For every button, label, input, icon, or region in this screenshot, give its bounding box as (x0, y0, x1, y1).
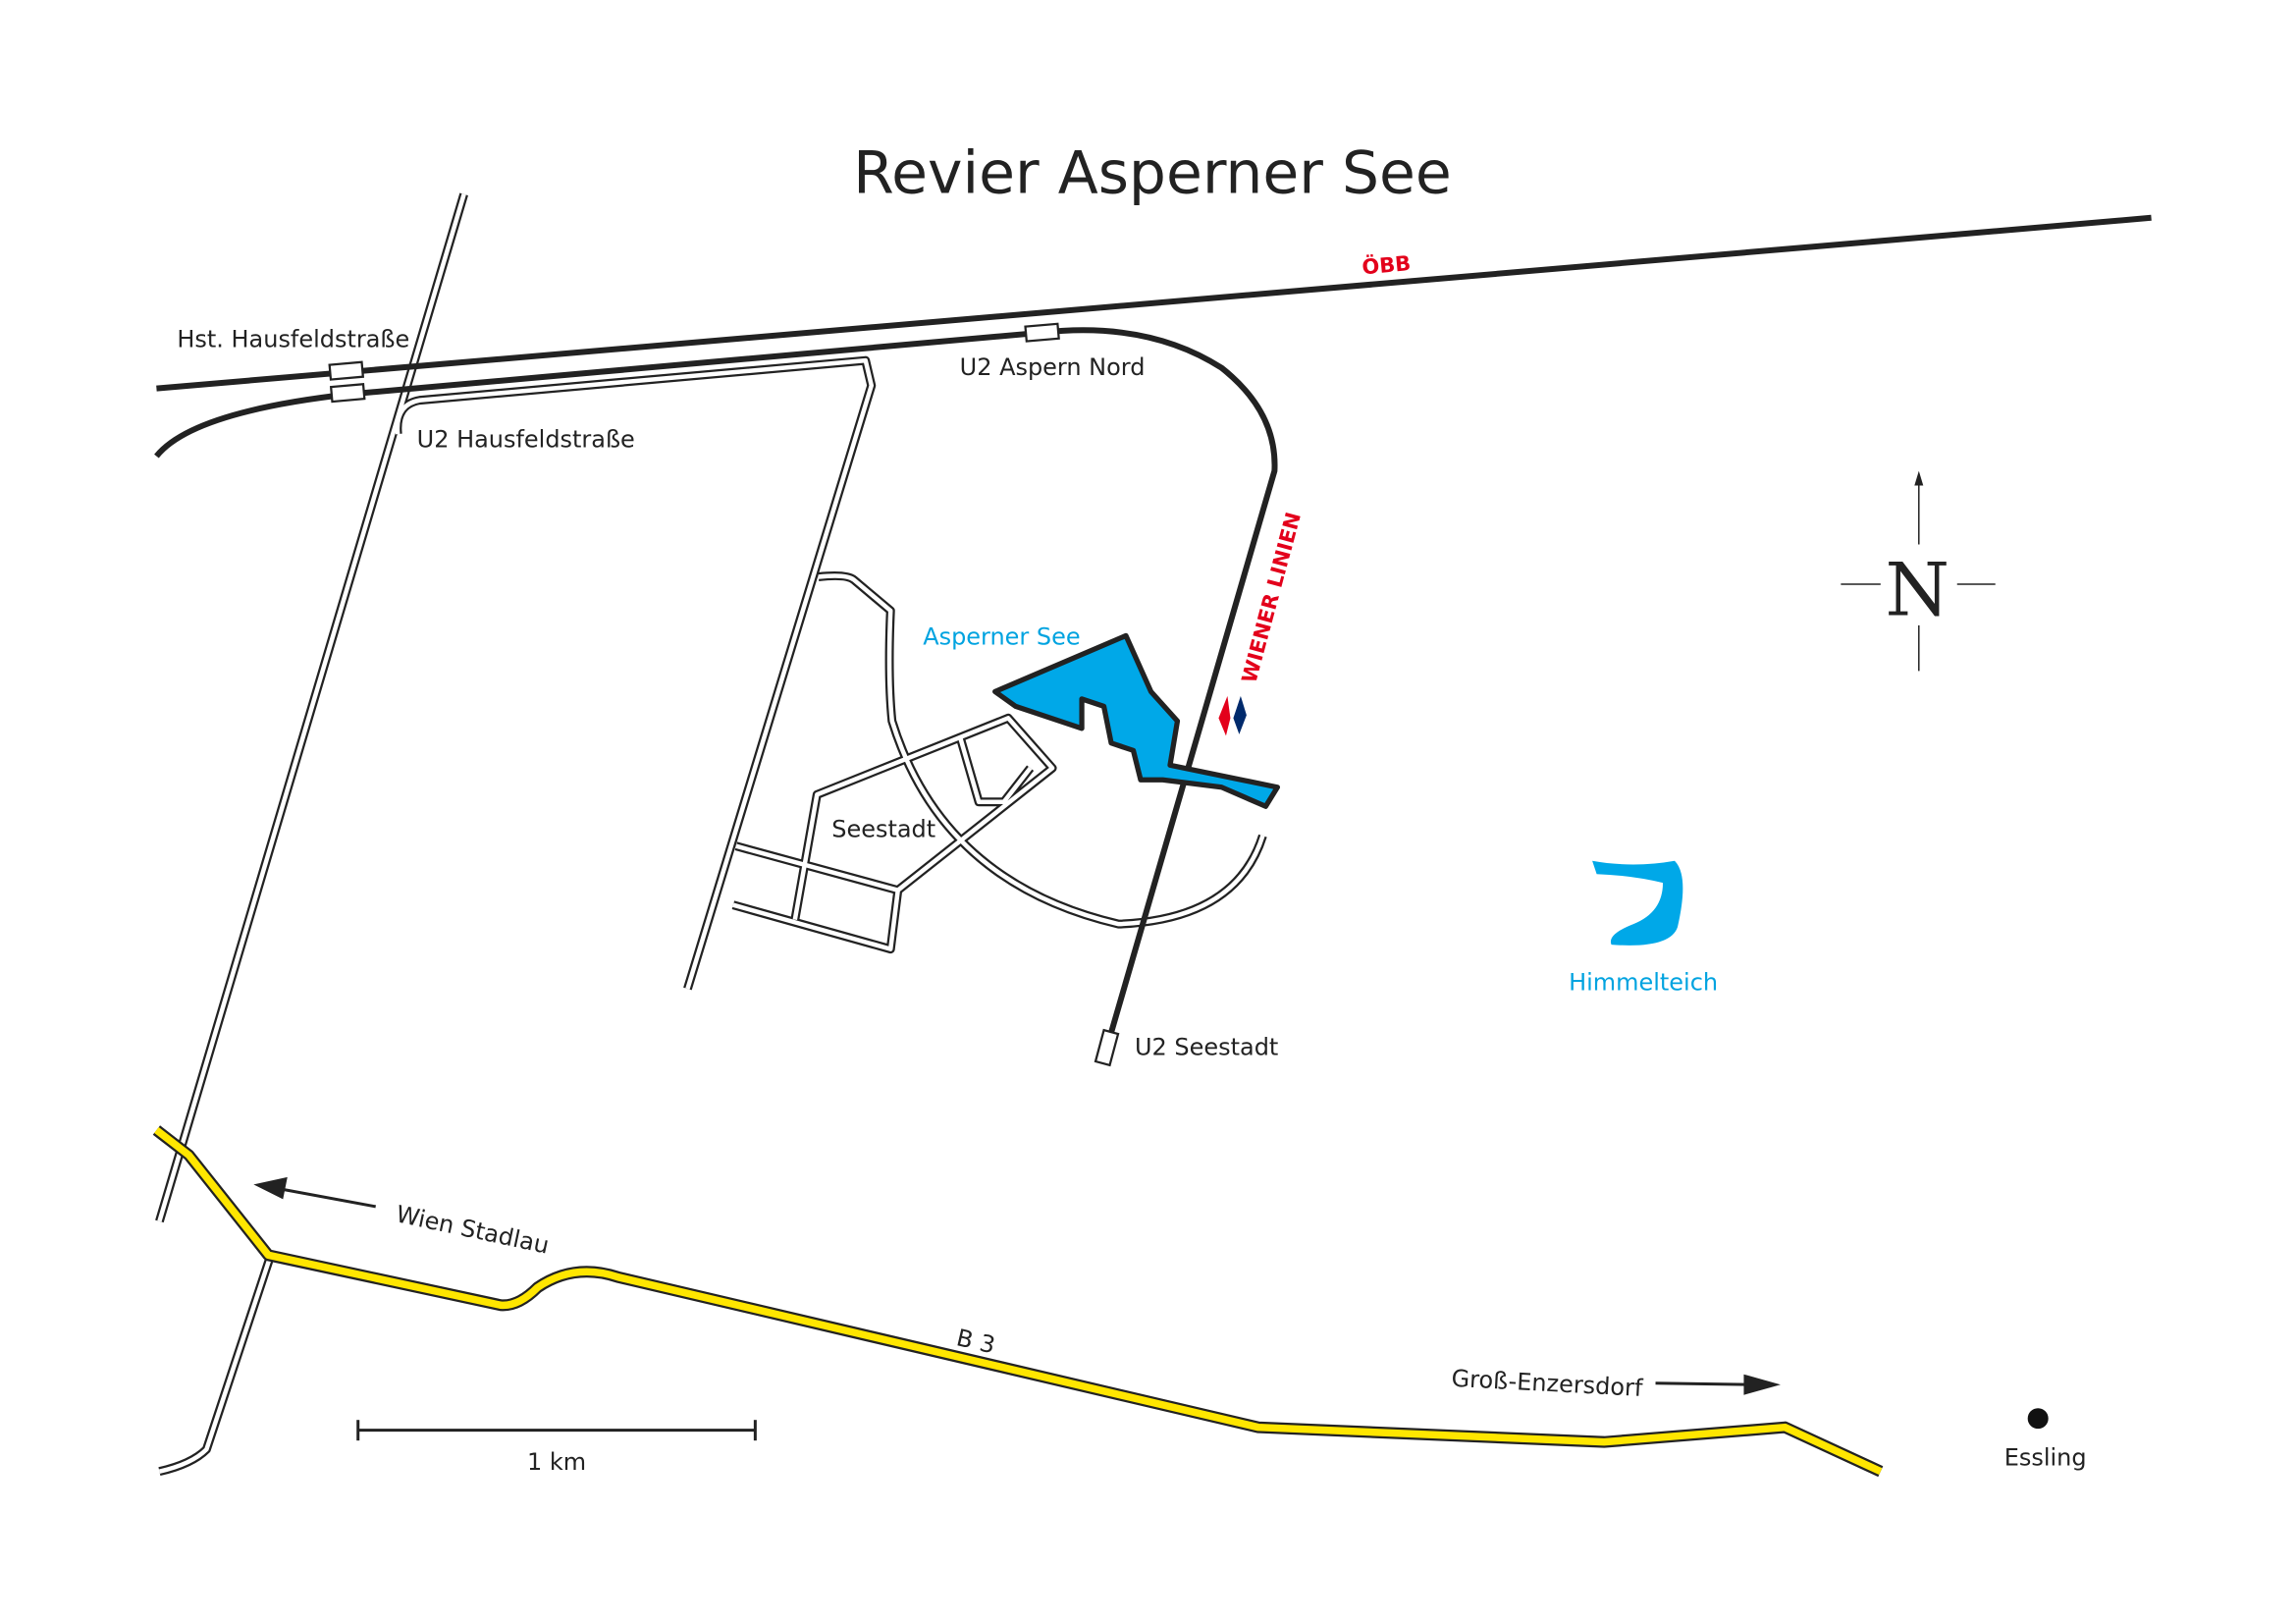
label-essling: Essling (2004, 1444, 2087, 1472)
oebb-logo: ÖBB (1361, 250, 1412, 279)
local-roads (155, 192, 1267, 1477)
scale-bar: 1 km (356, 1420, 757, 1476)
asperner-see-lake (992, 632, 1281, 809)
label-seestadt: Seestadt (831, 816, 935, 843)
station-u2-hausfeldstrasse-marker (329, 383, 366, 404)
essling-town-dot (2027, 1408, 2049, 1430)
himmelteich-pond (1592, 860, 1683, 946)
wiener-linien-logo: WIENER LINIEN (1238, 510, 1307, 685)
wiener-linien-emblem-icon (1218, 695, 1247, 736)
north-compass-icon: N (1841, 470, 1996, 672)
label-u2-seestadt: U2 Seestadt (1135, 1034, 1278, 1061)
road-b3 (152, 1125, 1884, 1478)
label-himmelteich: Himmelteich (1569, 969, 1718, 997)
station-u2-aspern-nord-marker (1024, 322, 1060, 343)
label-wien-stadlau: Wien Stadlau (394, 1200, 552, 1259)
label-hst-hausfeldstrasse: Hst. Hausfeldstraße (177, 326, 409, 353)
map-title: Revier Asperner See (853, 138, 1452, 207)
oebb-rail-line (156, 214, 2152, 392)
scale-label: 1 km (527, 1448, 586, 1476)
arrow-to-gross-enzersdorf-icon (1655, 1374, 1781, 1395)
label-asperner-see: Asperner See (923, 622, 1080, 650)
station-hst-hausfeldstrasse-marker (328, 360, 365, 381)
label-u2-hausfeldstrasse: U2 Hausfeldstraße (417, 426, 635, 454)
u2-metro-line (154, 327, 1278, 1049)
label-u2-aspern-nord: U2 Aspern Nord (960, 353, 1146, 381)
station-u2-seestadt-marker (1094, 1028, 1120, 1067)
compass-north-label: N (1886, 546, 1950, 632)
label-gross-enzersdorf: Groß-Enzersdorf (1451, 1365, 1644, 1402)
arrow-to-wien-stadlau-icon (253, 1176, 376, 1209)
